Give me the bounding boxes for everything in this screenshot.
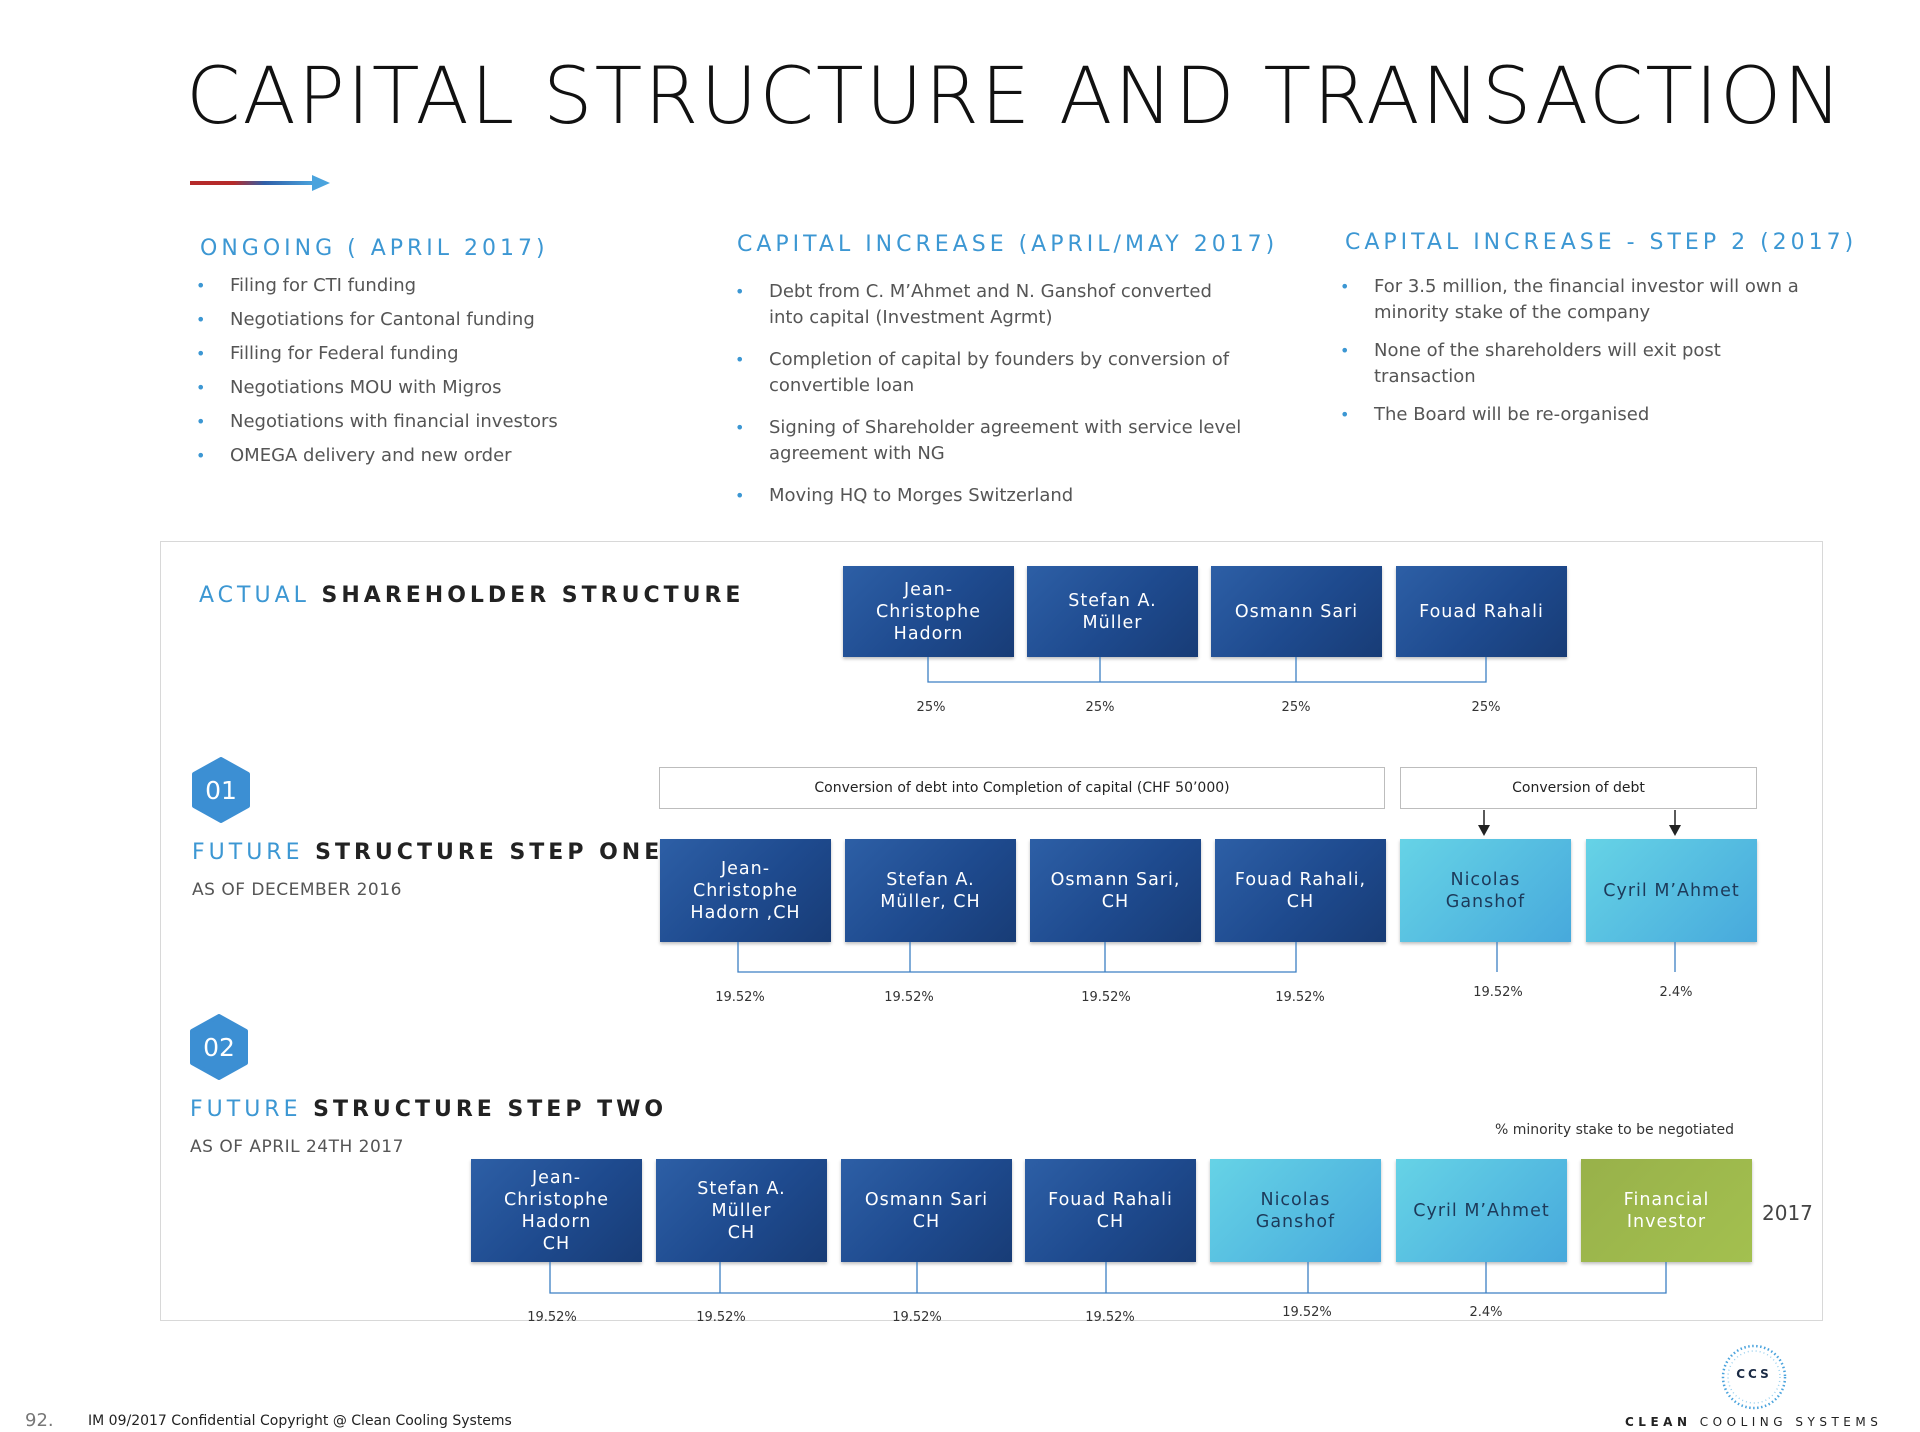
logo-mark-text: CCS [1736, 1367, 1772, 1381]
page-number: 92. [25, 1410, 54, 1431]
list-item: For 3.5 million, the financial investor … [1337, 274, 1817, 326]
shareholder-box-muller: Stefan A. Müller [1027, 566, 1198, 657]
shareholder-box-sari: Osmann Sari CH [841, 1159, 1012, 1262]
step-two-subtitle: AS OF APRIL 24TH 2017 [190, 1137, 404, 1157]
list-item: None of the shareholders will exit post … [1337, 338, 1817, 390]
heading-accent: FUTURE [190, 1097, 302, 1122]
step-two-heading: FUTURE STRUCTURE STEP TWO [190, 1097, 667, 1122]
heading-accent: FUTURE [192, 840, 304, 865]
shareholder-box-hadorn: Jean- Christophe Hadorn CH [471, 1159, 642, 1262]
list-item: Signing of Shareholder agreement with se… [732, 415, 1252, 467]
percent-label: 2.4% [1659, 985, 1693, 1000]
shareholder-box-sari: Osmann Sari [1211, 566, 1382, 657]
step-one-heading: FUTURE STRUCTURE STEP ONE [192, 840, 663, 865]
heading-accent: ACTUAL [199, 583, 310, 608]
percent-label: 19.52% [1282, 1305, 1332, 1320]
list-item: Filing for CTI funding [193, 273, 613, 299]
percent-label: 25% [1085, 700, 1115, 715]
shareholder-box-financial-investor: Financial Investor [1581, 1159, 1752, 1262]
shareholder-box-ganshof: Nicolas Ganshof [1400, 839, 1571, 942]
list-item: The Board will be re-organised [1337, 402, 1817, 428]
page-title: CAPITAL STRUCTURE AND TRANSACTION [186, 52, 1844, 142]
actual-structure-heading: ACTUAL SHAREHOLDER STRUCTURE [199, 583, 744, 608]
logo-text-rest: COOLING SYSTEMS [1691, 1415, 1883, 1429]
list-item: Debt from C. M’Ahmet and N. Ganshof conv… [732, 279, 1252, 331]
step2-list: For 3.5 million, the financial investor … [1337, 274, 1817, 428]
shareholder-box-hadorn: Jean- Christophe Hadorn ,CH [660, 839, 831, 942]
hexagon-icon [190, 1014, 248, 1080]
ccs-logo-icon: CCS [1720, 1343, 1788, 1411]
percent-label: 19.52% [1275, 990, 1325, 1005]
shareholder-box-hadorn: Jean- Christophe Hadorn [843, 566, 1014, 657]
shareholder-box-rahali: Fouad Rahali CH [1025, 1159, 1196, 1262]
percent-label: 25% [916, 700, 946, 715]
heading-rest: STRUCTURE STEP ONE [303, 840, 664, 865]
step-two-badge: 02 [188, 1014, 250, 1080]
step-number: 02 [203, 1032, 235, 1062]
percent-label: 25% [1471, 700, 1501, 715]
percent-label: 19.52% [715, 990, 765, 1005]
step-number: 01 [205, 775, 237, 805]
shareholder-box-mahmet: Cyril M’Ahmet [1396, 1159, 1567, 1262]
heading-rest: SHAREHOLDER STRUCTURE [309, 583, 745, 608]
shareholder-box-muller: Stefan A. Müller, CH [845, 839, 1016, 942]
hexagon-icon [192, 757, 250, 823]
list-item: Moving HQ to Morges Switzerland [732, 483, 1252, 509]
banner-conversion-debt: Conversion of debt [1400, 767, 1757, 809]
shareholder-box-ganshof: Nicolas Ganshof [1210, 1159, 1381, 1262]
percent-label: 19.52% [527, 1310, 577, 1325]
ongoing-list: Filing for CTI funding Negotiations for … [193, 273, 613, 469]
company-logo-text: CLEAN COOLING SYSTEMS [1625, 1415, 1882, 1429]
list-item: Negotiations MOU with Migros [193, 375, 613, 401]
column-heading-capital-increase: CAPITAL INCREASE (APRIL/MAY 2017) [737, 232, 1279, 257]
footer-copyright: IM 09/2017 Confidential Copyright @ Clea… [88, 1413, 512, 1429]
percent-label: 19.52% [696, 1310, 746, 1325]
logo-text-bold: CLEAN [1625, 1415, 1692, 1429]
list-item: Filling for Federal funding [193, 341, 613, 367]
step-one-badge: 01 [190, 757, 252, 823]
list-item: Completion of capital by founders by con… [732, 347, 1252, 399]
percent-label: 19.52% [892, 1310, 942, 1325]
step-one-subtitle: AS OF DECEMBER 2016 [192, 880, 402, 900]
shareholder-box-muller: Stefan A. Müller CH [656, 1159, 827, 1262]
banner-conversion-capital: Conversion of debt into Completion of ca… [659, 767, 1385, 809]
list-item: Negotiations with financial investors [193, 409, 613, 435]
percent-label: 2.4% [1469, 1305, 1503, 1320]
shareholder-box-rahali: Fouad Rahali [1396, 566, 1567, 657]
percent-label: 19.52% [1473, 985, 1523, 1000]
heading-rest: STRUCTURE STEP TWO [301, 1097, 668, 1122]
year-label: 2017 [1762, 1201, 1813, 1225]
percent-label: 19.52% [1081, 990, 1131, 1005]
column-heading-step2: CAPITAL INCREASE - STEP 2 (2017) [1345, 230, 1858, 255]
percent-label: 25% [1281, 700, 1311, 715]
percent-label: 19.52% [884, 990, 934, 1005]
column-heading-ongoing: ONGOING ( APRIL 2017) [200, 236, 549, 261]
logo-circle-icon [1721, 1344, 1787, 1410]
shareholder-box-sari: Osmann Sari, CH [1030, 839, 1201, 942]
shareholder-box-rahali: Fouad Rahali, CH [1215, 839, 1386, 942]
capital-increase-list: Debt from C. M’Ahmet and N. Ganshof conv… [732, 279, 1252, 509]
diagram-frame [160, 541, 1823, 1321]
title-arrow-icon [190, 175, 330, 191]
shareholder-box-mahmet: Cyril M’Ahmet [1586, 839, 1757, 942]
percent-label: 19.52% [1085, 1310, 1135, 1325]
list-item: OMEGA delivery and new order [193, 443, 613, 469]
list-item: Negotiations for Cantonal funding [193, 307, 613, 333]
minority-stake-note: % minority stake to be negotiated [1495, 1122, 1734, 1138]
